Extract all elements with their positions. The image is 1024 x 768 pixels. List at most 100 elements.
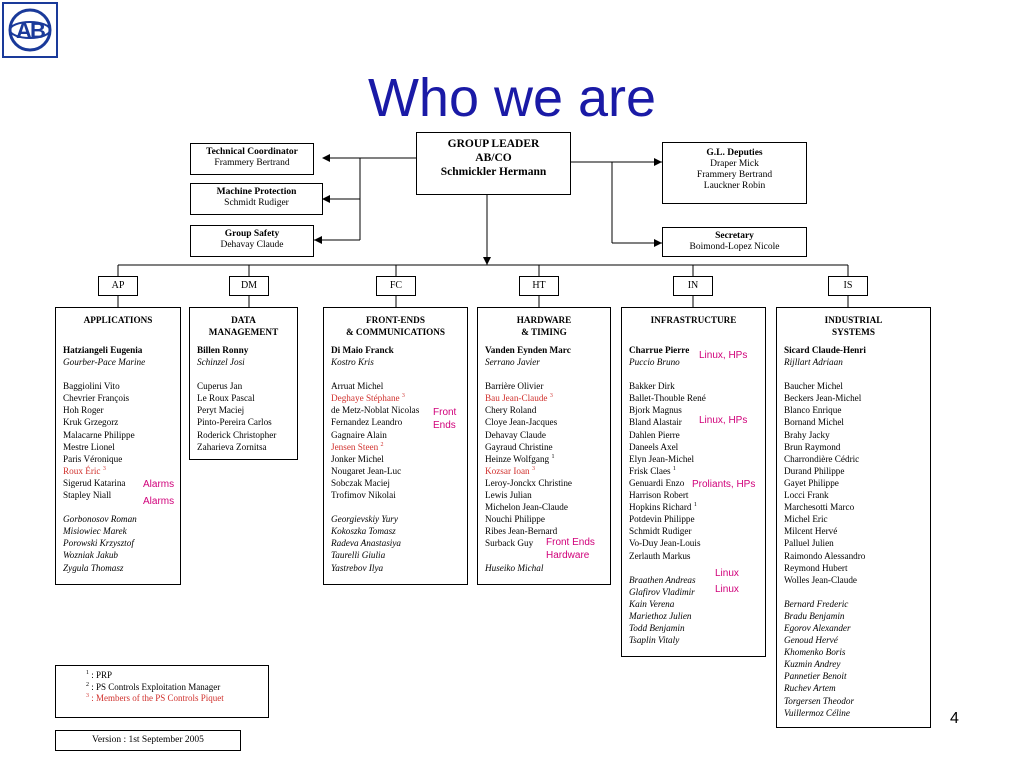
member: Ballet-Thouble René [629,393,706,404]
member-other: Taurelli Giulia [331,550,386,561]
member: Dehavay Claude [485,429,546,440]
member: Bakker Dirk [629,381,675,392]
member-other: Todd Benjamin [629,622,685,633]
member: Fernandez Leandro [331,417,403,428]
technical-coordinator-box: Technical Coordinator Frammery Bertrand [190,143,314,175]
page-number: 4 [950,710,959,727]
deputy-name: Frammery Bertrand [696,170,773,180]
group-leader-name: Schmickler Hermann [440,166,547,178]
member: Mestre Lionel [63,441,115,452]
slide-title: Who we are [367,68,657,128]
section-leader: Charrue Pierre [629,345,690,355]
section-leader: Billen Ronny [197,345,249,355]
section-header: HARDWARE& TIMING [516,315,572,337]
member: Brun Raymond [784,441,841,452]
deputy-name: Lauckner Robin [703,181,766,191]
member: Zerlauth Markus [629,550,691,561]
member-other: Mariethoz Julien [629,610,692,621]
member: Gagnaire Alain [331,429,387,440]
section-deputy: Gourber-Pace Marine [63,357,146,368]
section-deputy: Serrano Javier [485,357,540,368]
annotation-linux: Linux [715,584,739,595]
section-label-ht: HT [519,276,559,296]
member-piquet: Roux Éric 3 [63,465,106,476]
footnote-legend: 1 : PRP 2 : PS Controls Exploitation Man… [55,665,269,718]
member-other: Kuzmin Andrey [784,659,841,670]
member: Baggiolini Vito [63,381,120,392]
member: Barrière Olivier [485,381,544,392]
member: Sigerud Katarina [63,477,126,488]
member: Cuperus Jan [197,381,243,392]
member: Blanco Enrique [784,405,842,416]
technical-coordinator-title: Technical Coordinator [206,147,298,157]
member: Michel Eric [784,514,828,525]
member: Chevrier François [63,393,130,404]
section-deputy: Schinzel Josi [197,357,245,368]
member: Brahy Jacky [784,429,830,440]
member-other: Torgersen Theodor [784,695,855,706]
member-other: Khomenko Boris [784,647,846,658]
member: Cloye Jean-Jacques [485,417,558,428]
section-header: FRONT-ENDS& COMMUNICATIONS [345,315,446,337]
member: Heinze Wolfgang 1 [485,453,555,464]
member: Locci Frank [784,490,829,501]
section-leader: Hatziangeli Eugenia [63,345,143,355]
member-other: Pannetier Benoit [784,671,847,682]
annotation-front-ends: Front Ends [546,537,595,548]
member: Vo-Duy Jean-Louis [629,538,701,549]
member: Marchesotti Marco [784,502,855,513]
member: de Metz-Noblat Nicolas [331,405,420,416]
annotation-linux-hps: Linux, HPs [699,350,748,361]
member: Lewis Julian [485,490,532,501]
member-piquet: Jensen Steen 2 [331,441,384,452]
member: Ribes Jean-Bernard [485,526,558,537]
member-other: Bernard Frederic [784,598,849,609]
section-leader: Di Maio Franck [331,345,394,355]
group-leader-box: GROUP LEADER AB/CO Schmickler Hermann [416,132,571,195]
section-label-dm: DM [229,276,269,296]
section-leader: Vanden Eynden Marc [485,345,571,355]
section-label-is: IS [828,276,868,296]
section-header: APPLICATIONS [83,315,153,325]
section-in-column: INFRASTRUCTURE Charrue Pierre Puccio Bru… [621,307,766,657]
section-label-fc: FC [376,276,416,296]
member: Raimondo Alessandro [784,550,866,561]
member: Harrison Robert [629,490,689,501]
member-piquet: Bau Jean-Claude 3 [485,393,553,404]
member: Frisk Claes 1 [629,465,676,476]
section-ap-column: APPLICATIONS Hatziangeli Eugenia Gourber… [55,307,181,585]
secretary-title: Secretary [715,231,754,241]
section-header: INFRASTRUCTURE [650,315,737,325]
member: Bland Alastair [629,417,682,428]
member: Kruk Grzegorz [63,417,119,428]
member: Stapley Niall [63,490,112,501]
machine-protection-title: Machine Protection [216,187,297,197]
member: Baucher Michel [784,381,843,392]
group-safety-title: Group Safety [224,229,280,239]
member-other: Vuillermoz Céline [784,707,850,718]
member: Wolles Jean-Claude [784,574,857,585]
member: Daneels Axel [629,441,679,452]
member-other: Kain Verena [629,598,675,609]
member: Pinto-Pereira Carlos [197,417,272,428]
annotation-ends: Ends [433,420,456,431]
member-other: Zygula Thomasz [63,562,124,573]
section-deputy: Kostro Kris [331,357,374,368]
member: Potdevin Philippe [629,514,695,525]
annotation-proliants-hps: Proliants, HPs [692,479,756,490]
legend-item: 3 : Members of the PS Controls Piquet [86,693,224,703]
annotation-linux: Linux [715,568,739,579]
member-other: Genoud Hervé [784,635,838,646]
annotation-front: Front [433,407,457,418]
member: Schmidt Rudiger [629,526,692,537]
member: Beckers Jean-Michel [784,393,862,404]
member: Nougaret Jean-Luc [331,465,402,476]
section-ht-column: HARDWARE& TIMING Vanden Eynden Marc Serr… [477,307,611,585]
member-other: Georgievskiy Yury [331,514,398,525]
member: Jonker Michel [331,453,384,464]
machine-protection-box: Machine Protection Schmidt Rudiger [190,183,323,215]
member: Palluel Julien [784,538,834,549]
